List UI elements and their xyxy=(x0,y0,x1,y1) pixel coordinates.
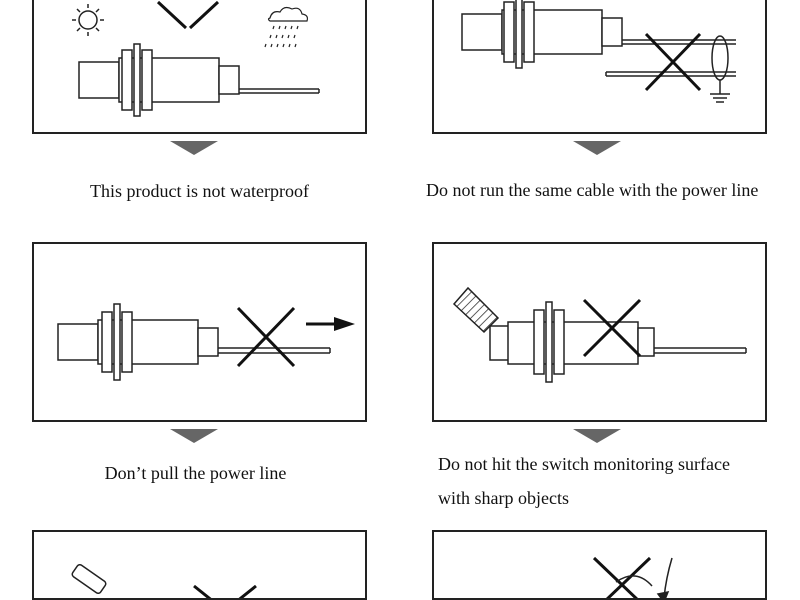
panel-same-cable xyxy=(432,0,767,134)
panel-partial-right xyxy=(432,530,767,600)
caption-same-cable: Do not run the same cable with the power… xyxy=(426,180,759,200)
sensor-icon xyxy=(461,0,736,81)
sensor-icon xyxy=(57,303,331,381)
ground-icon xyxy=(710,80,730,103)
cross-icon xyxy=(582,298,642,358)
panel-dont-pull xyxy=(32,242,367,422)
sensor-icon xyxy=(489,301,747,383)
cross-icon xyxy=(644,32,702,92)
down-arrow-icon xyxy=(170,141,218,155)
hatched-object-icon xyxy=(452,286,500,334)
caption-not-waterproof: This product is not waterproof xyxy=(90,181,309,201)
cross-icon xyxy=(193,584,257,598)
caption-dont-hit-line2: with sharp objects xyxy=(438,488,569,508)
sun-icon xyxy=(72,4,104,36)
panel-partial-left xyxy=(32,530,367,600)
cross-icon xyxy=(156,0,220,30)
cross-icon xyxy=(236,306,296,368)
panel-not-waterproof xyxy=(32,0,367,134)
down-arrow-icon xyxy=(170,429,218,443)
sensor-icon xyxy=(78,43,320,117)
panel-dont-hit xyxy=(432,242,767,422)
hammer-icon xyxy=(71,563,107,595)
caption-dont-pull: Don’t pull the power line xyxy=(104,463,287,483)
right-arrow-icon xyxy=(306,317,355,331)
caption-dont-hit-line1: Do not hit the switch monitoring surface xyxy=(438,454,730,474)
down-arrow-icon xyxy=(573,429,621,443)
rain-cloud-icon xyxy=(264,6,309,48)
down-arrow-icon xyxy=(573,141,621,155)
